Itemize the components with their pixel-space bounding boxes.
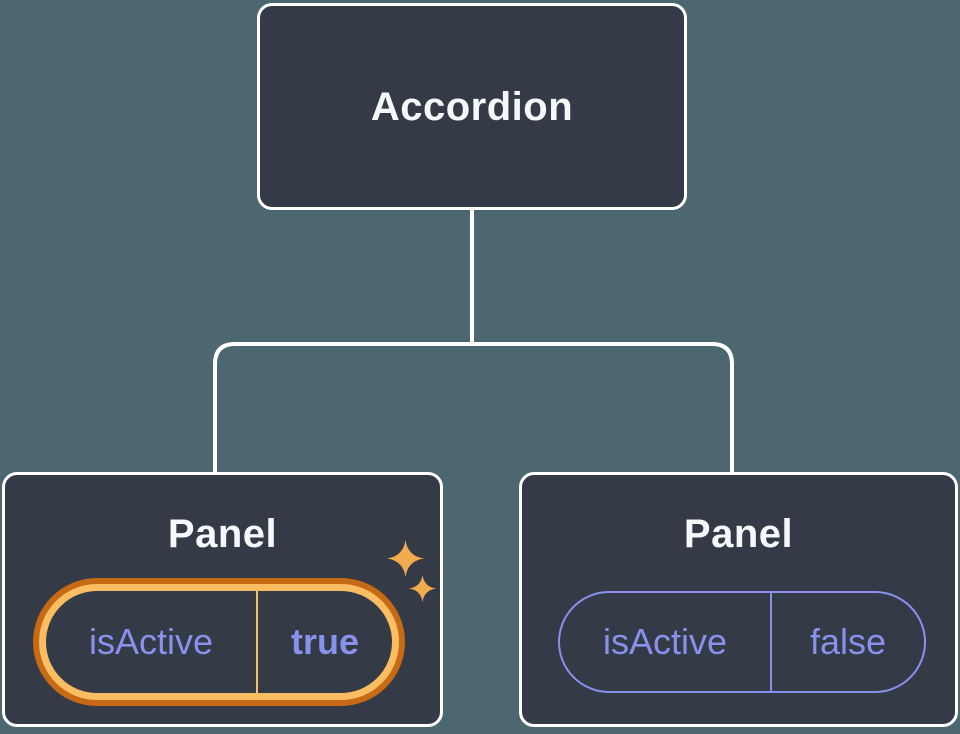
sparkle-icon [409,575,436,602]
component-node-panel-inactive: Panel isActive false [519,472,958,727]
state-key-label: isActive [88,621,214,662]
state-pill-active-glow-inner: isActive true [39,584,399,700]
panel-node-label: Panel [683,512,794,556]
pill-divider [256,591,258,693]
connector-branch-line [213,342,734,473]
state-pill-active: isActive true [46,591,392,693]
component-node-panel-active: Panel isActive true [2,472,443,727]
state-value-label: true [290,621,359,662]
panel-node-label: Panel [167,512,278,556]
pill-divider [770,593,772,691]
state-pill-active-glow: isActive true [33,578,405,706]
accordion-node-label: Accordion [370,84,574,129]
state-key-label: isActive [602,621,728,662]
sparkle-icon [387,540,424,577]
state-pill-inactive: isActive false [558,591,926,693]
state-value-label: false [809,621,887,662]
component-node-accordion: Accordion [257,3,687,210]
